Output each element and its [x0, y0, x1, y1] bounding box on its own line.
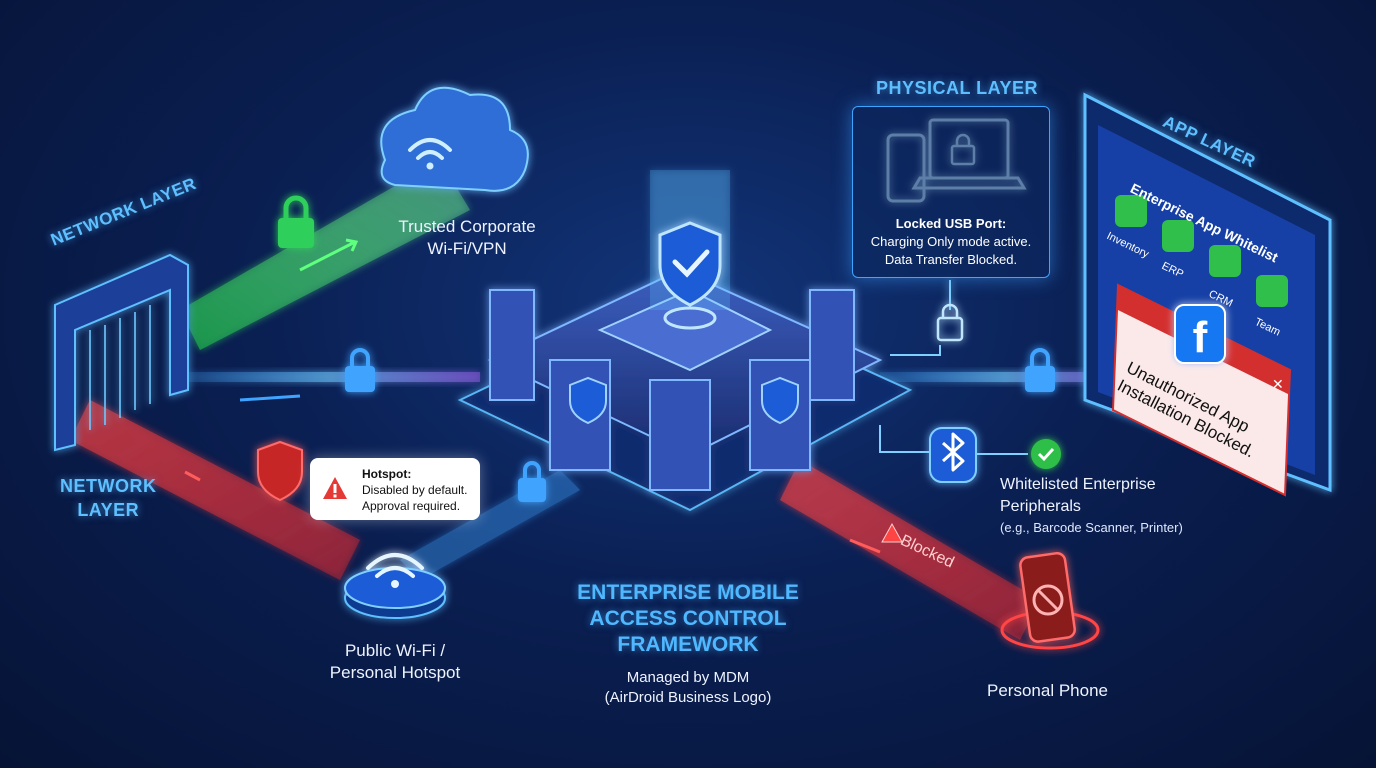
- close-icon: ✕: [1272, 376, 1284, 392]
- svg-text:✕: ✕: [1272, 376, 1284, 392]
- lock-icon-red: [257, 440, 303, 502]
- network-layer-title-bottom: NETWORK LAYER: [60, 474, 157, 522]
- personal-phone-label: Personal Phone: [987, 681, 1108, 700]
- managed-by-line: Managed by MDM: [626, 669, 750, 686]
- svg-text:f: f: [1193, 313, 1208, 362]
- hotspot-line2: Approval required.: [362, 499, 461, 513]
- public-wifi-icon: [344, 553, 446, 619]
- connector-line-peripherals: [879, 345, 1028, 455]
- physical-layer-title: PHYSICAL LAYER: [876, 78, 1039, 98]
- framework-title-line1: ENTERPRISE MOBILE: [577, 581, 799, 604]
- public-red-beam: [70, 400, 360, 580]
- peripherals-line3: (e.g., Barcode Scanner, Printer): [1000, 520, 1183, 535]
- usb-line1: Charging Only mode active.: [870, 234, 1032, 249]
- framework-title-line3: FRAMEWORK: [617, 633, 759, 656]
- network-gate: [54, 253, 189, 452]
- trusted-wifi-label: Trusted Corporate Wi-Fi/VPN: [398, 217, 536, 258]
- framework-title-line2: ACCESS CONTROL: [589, 607, 787, 630]
- facebook-icon: f: [1174, 304, 1226, 364]
- cloud-icon: [380, 86, 529, 192]
- public-wifi-label: Public Wi-Fi / Personal Hotspot: [329, 641, 461, 682]
- personal-phone-icon: [1000, 551, 1100, 650]
- lock-icon-green: [278, 195, 314, 248]
- check-icon: [1031, 439, 1061, 469]
- managed-by-label: Managed by MDM (AirDroid Business Logo): [560, 668, 816, 708]
- lock-icon-blue-right: [1025, 348, 1055, 392]
- usb-title: Locked USB Port:: [895, 216, 1007, 231]
- usb-line2: Data Transfer Blocked.: [884, 252, 1018, 267]
- peripherals-line1: Whitelisted Enterprise: [1000, 476, 1156, 493]
- bluetooth-icon: [929, 427, 977, 483]
- warning-icon-blocked: [881, 522, 903, 543]
- hotspot-title: Hotspot:: [362, 467, 412, 481]
- castle-fortress: [457, 170, 913, 512]
- peripherals-line2: Peripherals: [1000, 498, 1081, 515]
- peripherals-label: Whitelisted Enterprise Peripherals (e.g.…: [1000, 474, 1183, 535]
- hotspot-callout: Hotspot: Disabled by default. Approval r…: [310, 458, 480, 520]
- lock-icon-blue-mid: [518, 461, 546, 502]
- logo-line: (AirDroid Business Logo): [604, 689, 772, 706]
- lock-icon-blue-left: [345, 348, 375, 392]
- hotspot-line1: Disabled by default.: [362, 483, 468, 497]
- physical-layer-card: Locked USB Port: Charging Only mode acti…: [852, 106, 1050, 278]
- trusted-green-beam: [180, 160, 470, 350]
- framework-title: ENTERPRISE MOBILE ACCESS CONTROL FRAMEWO…: [560, 580, 816, 658]
- network-layer-word2: LAYER: [77, 500, 140, 520]
- direction-arrows: [184, 238, 881, 554]
- app-icons: [1115, 195, 1288, 307]
- warning-icon: [323, 477, 347, 499]
- lock-icon-usb: [936, 280, 964, 342]
- network-layer-word: NETWORK: [60, 476, 157, 496]
- personal-red-beam: [780, 460, 1040, 640]
